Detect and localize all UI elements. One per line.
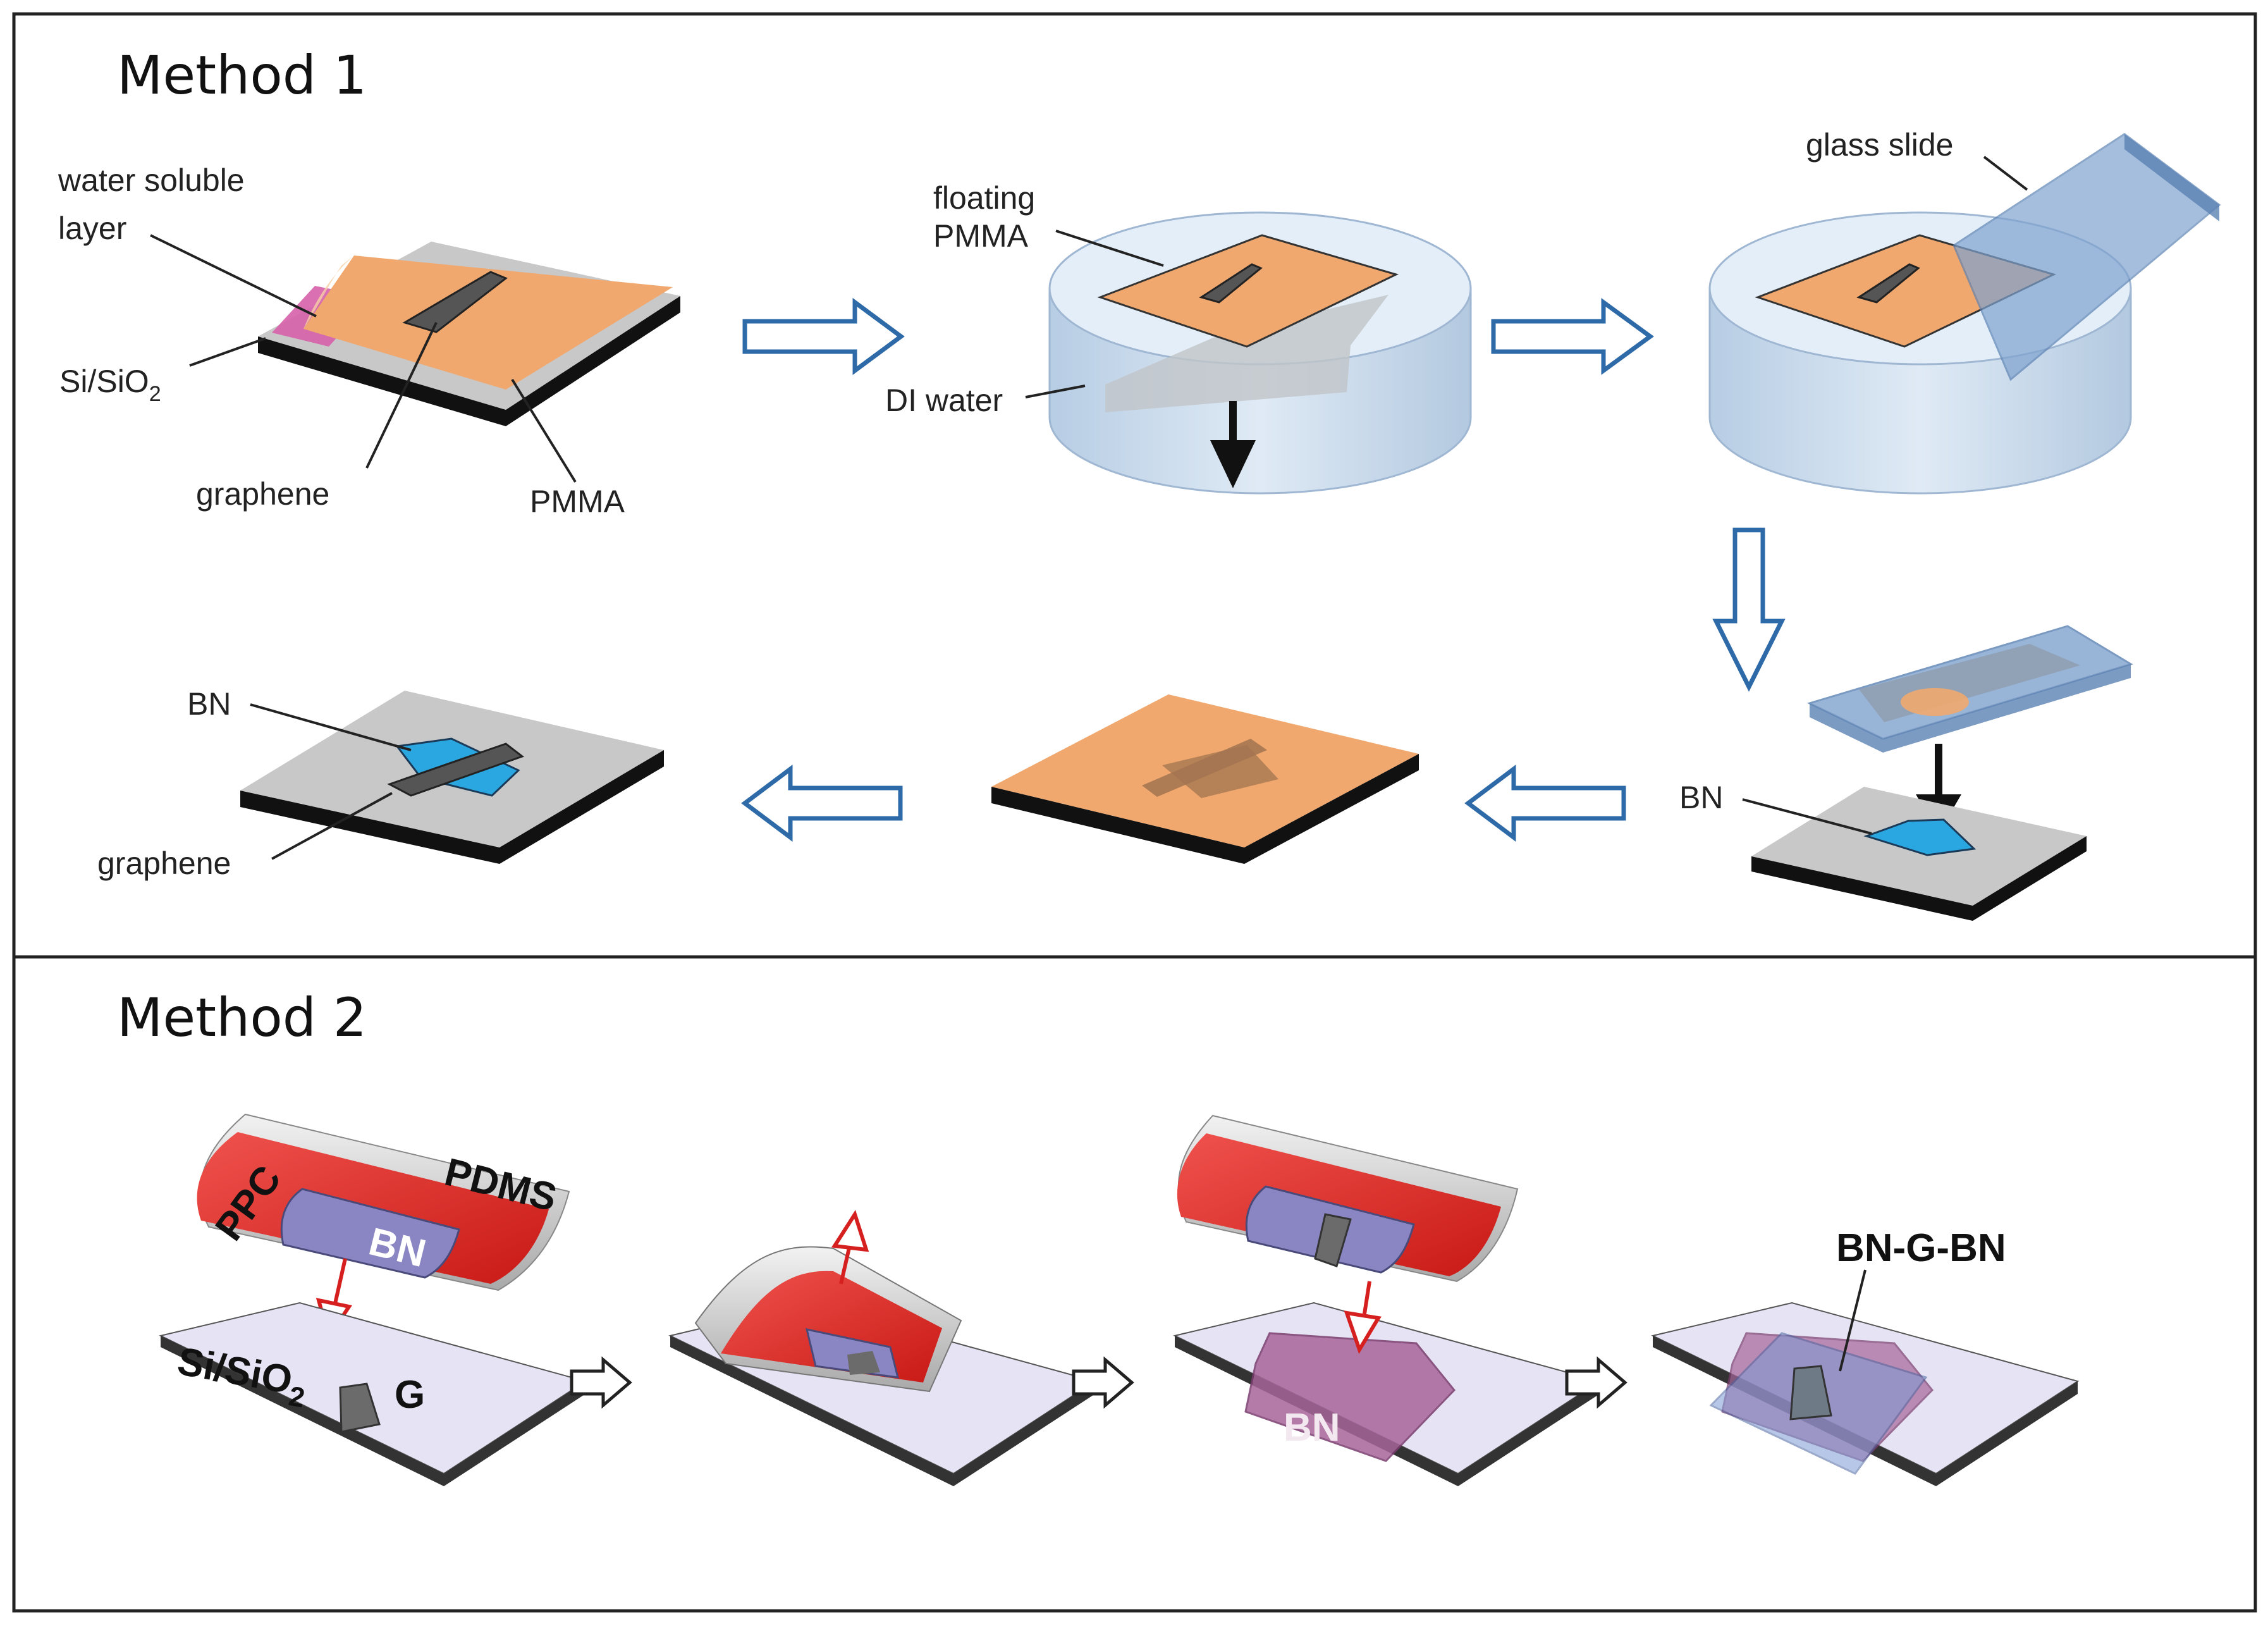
- graphene-label-final: graphene: [97, 846, 231, 881]
- glass-slide-label: glass slide: [1806, 127, 1953, 163]
- m2-step1: [159, 1113, 587, 1486]
- sinking-substrate: [1105, 295, 1388, 412]
- floating-label-2: PMMA: [933, 218, 1029, 254]
- bn-label-final: BN: [187, 686, 231, 722]
- graphene-flake-3: [1856, 263, 1920, 304]
- floating-pmma: [1097, 234, 1399, 348]
- graphene-flake-m2: [339, 1383, 381, 1433]
- si-sio2-label-1: Si/SiO2: [59, 364, 161, 406]
- m1-step6-stack: [240, 691, 664, 864]
- water-soluble-label-2: layer: [58, 211, 126, 246]
- figure-frame: [12, 12, 2257, 1613]
- m2-step3: [1173, 1114, 1602, 1486]
- graphene-label-1: graphene: [196, 476, 329, 512]
- graphene-final: [387, 742, 525, 797]
- pmma-label: PMMA: [530, 484, 625, 519]
- bn-label-step3: BN: [1284, 1406, 1340, 1450]
- graphene-final-m2: [1789, 1365, 1832, 1420]
- flow-arrow-3[interactable]: [1712, 527, 1786, 692]
- si-sio2-base: Si/SiO: [59, 364, 149, 399]
- step-arrow-1[interactable]: [570, 1356, 632, 1409]
- step-arrow-3[interactable]: [1565, 1356, 1627, 1409]
- graphene-flake: [402, 271, 508, 333]
- m1-step4-stack: [1751, 625, 2133, 921]
- graphene-under-pmma: [1142, 739, 1267, 797]
- down-arrow-sink: [1210, 440, 1256, 488]
- method-1-panel: Method 1 water soluble layer Si/SiO2 gra…: [58, 44, 2221, 921]
- m1-step3-beaker: [1708, 133, 2221, 495]
- graphene-flake-floating: [1199, 263, 1263, 304]
- bn-g-bn-label: BN-G-BN: [1836, 1226, 2006, 1270]
- di-water-label: DI water: [885, 383, 1003, 418]
- m2-step2: [668, 1210, 1097, 1486]
- bn-flake-4: [1863, 818, 1977, 856]
- floating-label-1: floating: [933, 180, 1035, 216]
- m1-step1-stack: [258, 242, 680, 426]
- bn-label-4: BN: [1679, 780, 1723, 815]
- graphene-on-stamp: [1314, 1213, 1352, 1267]
- m1-step2-beaker: [1048, 211, 1472, 495]
- flow-arrow-5[interactable]: [741, 765, 903, 842]
- bn-under-pmma: [1162, 745, 1278, 798]
- g-label: G: [395, 1373, 425, 1417]
- m1-step5-stack: [991, 694, 1419, 864]
- bn-on-stamp: [280, 1188, 460, 1279]
- method-2-panel: Method 2 PDMS PPC BN Si/SiO2 G: [117, 987, 2080, 1486]
- flow-arrow-1[interactable]: [742, 298, 905, 375]
- method-1-title: Method 1: [117, 44, 367, 106]
- flow-arrow-4[interactable]: [1464, 765, 1626, 842]
- si-sio2-sub: 2: [149, 382, 161, 406]
- step-arrow-2[interactable]: [1072, 1356, 1134, 1409]
- pmma-film: [303, 256, 673, 390]
- water-soluble-label-1: water soluble: [58, 163, 245, 198]
- method-2-title: Method 2: [117, 987, 367, 1049]
- flow-arrow-2[interactable]: [1491, 298, 1654, 375]
- bn-on-wafer: [1244, 1332, 1456, 1462]
- m2-step4: [1651, 1302, 2080, 1486]
